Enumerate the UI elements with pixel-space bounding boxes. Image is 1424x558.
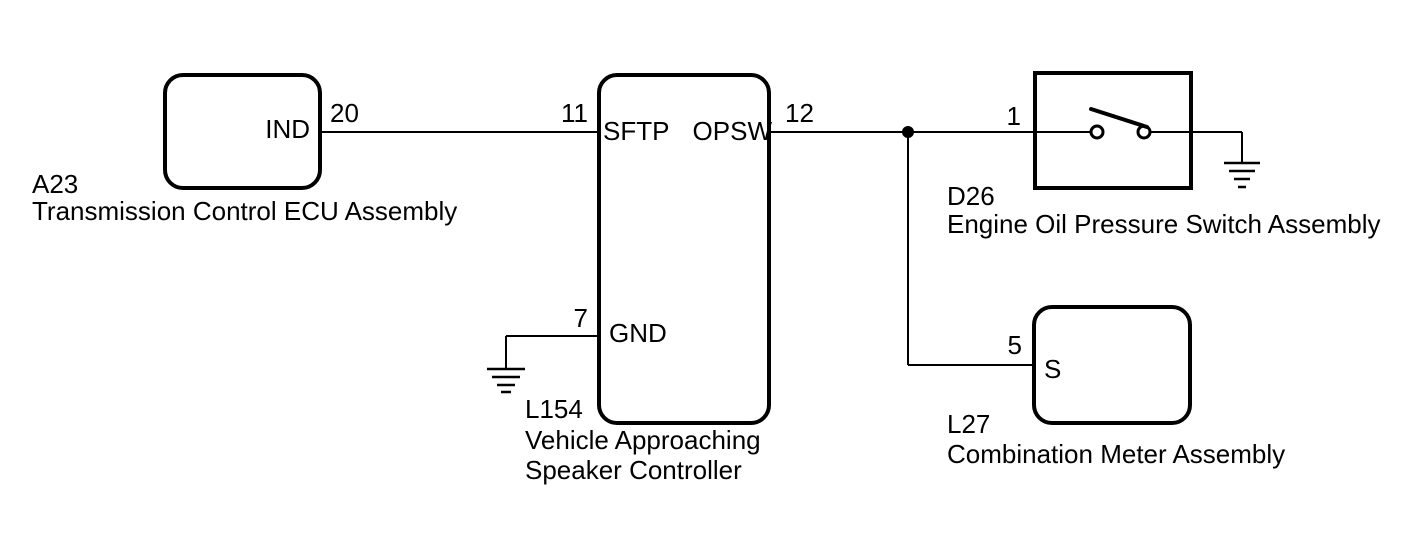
d26-pin-number: 1 [1006, 101, 1021, 131]
oil-pressure-switch-icon [1035, 107, 1242, 140]
l154-pin-11-number: 11 [561, 98, 588, 128]
a23-component-box [163, 73, 322, 190]
d26-component-box [1033, 71, 1193, 190]
d26-code-label: D26 [947, 181, 995, 211]
l27-pin-number: 5 [1007, 330, 1022, 360]
l27-code-label: L27 [947, 409, 991, 439]
a23-name-label: Transmission Control ECU Assembly [32, 196, 458, 226]
l154-port-gnd-label: GND [609, 318, 667, 348]
junction-dot [902, 126, 914, 138]
switch-contact-left-icon [1089, 124, 1105, 140]
switch-blade-icon [1089, 107, 1149, 129]
l154-port-sftp-label: SFTP [603, 116, 670, 146]
ground-icon-left [487, 336, 525, 394]
l27-port-s-label: S [1044, 354, 1062, 384]
d26-name-label: Engine Oil Pressure Switch Assembly [947, 209, 1381, 239]
l154-name-line2: Speaker Controller [525, 455, 742, 485]
l154-pin-12-number: 12 [785, 98, 814, 128]
ground-icon-right [1224, 132, 1260, 189]
l154-component-box [597, 73, 771, 425]
l154-port-opsw-label: OPSW [692, 116, 772, 146]
l154-code-label: L154 [525, 394, 583, 424]
l154-name-line1: Vehicle Approaching [525, 425, 761, 455]
l154-pin-7-number: 7 [573, 303, 588, 333]
a23-code-label: A23 [32, 169, 79, 199]
a23-pin-number: 20 [330, 98, 359, 128]
l27-name-label: Combination Meter Assembly [947, 439, 1286, 469]
a23-port-ind-label: IND [265, 114, 310, 144]
